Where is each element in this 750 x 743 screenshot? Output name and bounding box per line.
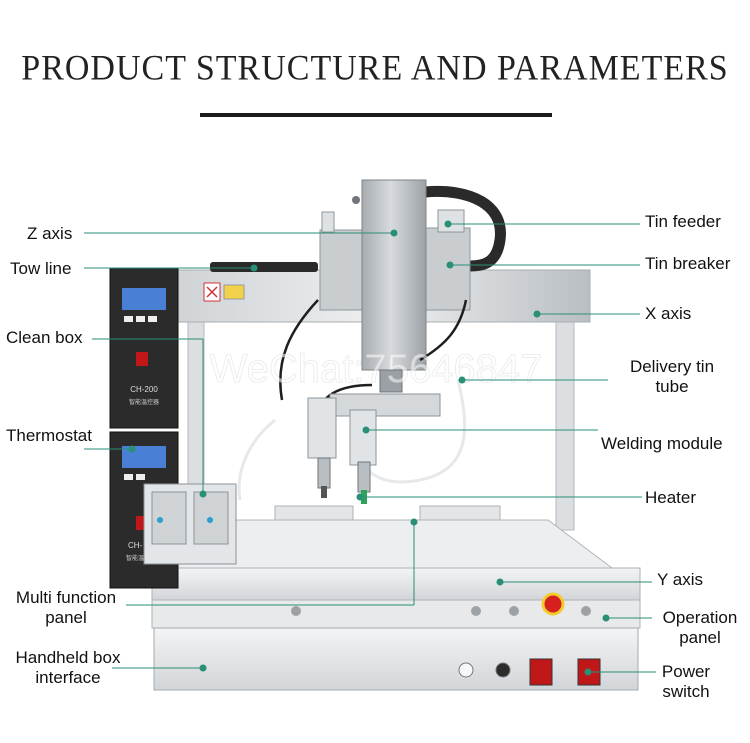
label-multi-function-line2: panel	[45, 608, 87, 627]
watermark: WeChat:75646847	[210, 347, 543, 391]
label-operation-line2: panel	[679, 628, 721, 647]
label-operation-line1: Operation	[662, 608, 738, 627]
label-welding-module: Welding module	[601, 434, 723, 453]
label-handheld-box-interface: Handheld box interface	[6, 648, 130, 688]
leader-lines	[84, 223, 656, 673]
tin-feeder-unit	[319, 196, 471, 311]
label-thermostat: Thermostat	[6, 426, 92, 445]
controller-bottom-subtitle: 智能温	[126, 554, 144, 562]
label-tin-breaker: Tin breaker	[645, 254, 731, 273]
label-power-line2: switch	[662, 682, 710, 701]
label-delivery-line1: Delivery tin	[629, 357, 715, 376]
clean-box	[143, 483, 237, 565]
label-z-axis: Z axis	[27, 224, 73, 243]
label-operation-panel: Operation panel	[652, 608, 748, 648]
label-multi-function-line1: Multi function	[15, 588, 117, 607]
leader-dots	[128, 220, 610, 676]
label-tow-line: Tow line	[10, 259, 72, 278]
page-title: PRODUCT STRUCTURE AND PARAMETERS	[21, 49, 729, 88]
machine-base	[151, 519, 641, 691]
label-heater: Heater	[645, 488, 697, 507]
tow-line-chain	[210, 185, 506, 272]
label-clean-box: Clean box	[6, 328, 83, 347]
label-power-line1: Power	[661, 662, 711, 681]
z-axis-column	[361, 179, 427, 393]
label-delivery-line2: tube	[655, 377, 689, 396]
label-handheld-line2: interface	[35, 668, 101, 687]
label-handheld-line1: Handheld box	[15, 648, 121, 667]
title-underline	[200, 113, 552, 117]
label-y-axis: Y axis	[657, 570, 703, 589]
label-tin-feeder: Tin feeder	[645, 212, 721, 231]
controller-bottom-model: CH-	[128, 541, 143, 550]
label-multi-function-panel: Multi function panel	[6, 588, 126, 628]
label-power-switch: Power switch	[648, 662, 724, 702]
controller-top-model: CH-200	[130, 385, 158, 394]
temperature-controller-top	[109, 267, 179, 429]
controller-top-subtitle: 智能温控器	[129, 398, 159, 406]
welding-module	[307, 393, 441, 504]
label-delivery-tin-tube: Delivery tin tube	[614, 357, 730, 397]
label-x-axis: X axis	[645, 304, 692, 323]
